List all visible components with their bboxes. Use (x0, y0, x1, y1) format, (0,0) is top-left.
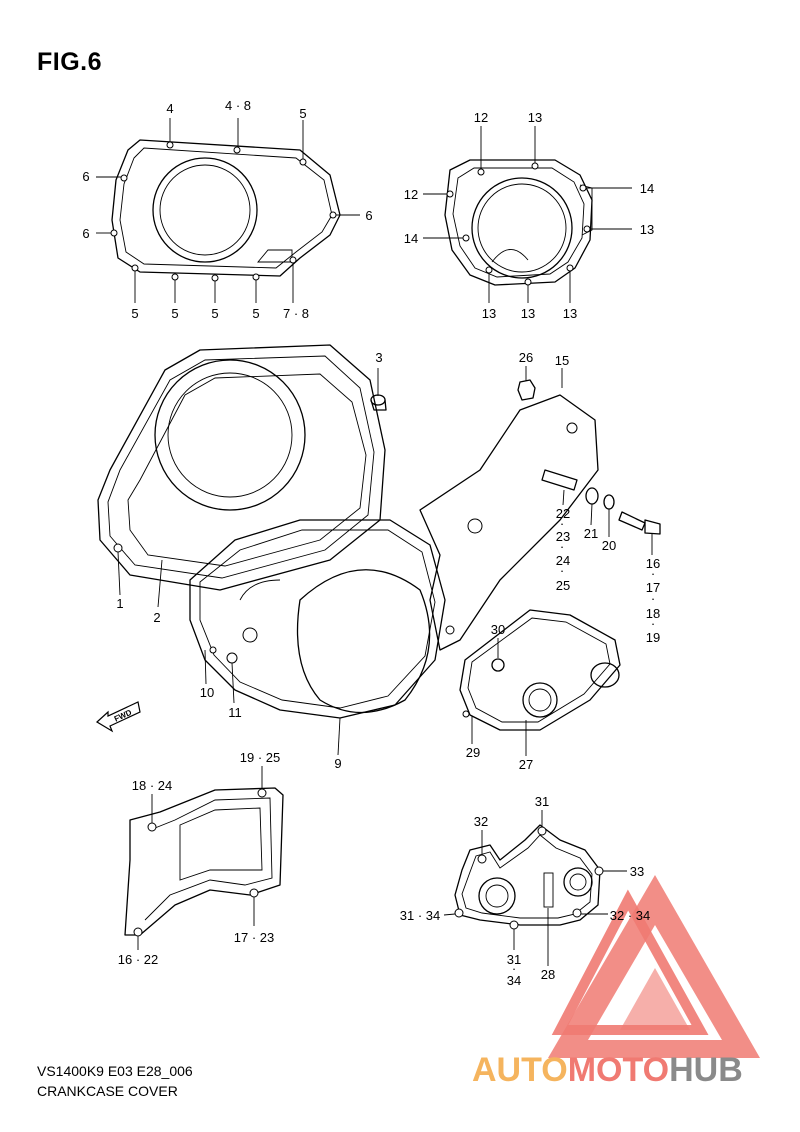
callout-31-34: 31 · 34 (400, 908, 440, 923)
callout-21: 21 (584, 526, 598, 541)
section-name: CRANKCASE COVER (37, 1083, 178, 1099)
callout-14: 14 (640, 181, 654, 196)
callout-32: 32 (474, 814, 488, 829)
svg-text:AUTOMOTOHUB: AUTOMOTOHUB (472, 1051, 743, 1089)
callout-20: 20 (602, 538, 616, 553)
callout-7-8: 7 · 8 (283, 306, 309, 321)
leader-lines-top-left (96, 118, 360, 303)
callout-13: 13 (528, 110, 542, 125)
callout-4: 4 (166, 101, 173, 116)
svg-text:·: · (560, 539, 564, 554)
leader-lines-pump (471, 638, 527, 756)
fwd-label: FWD (113, 708, 134, 724)
cover-guard-plate (124, 787, 284, 937)
callout-26: 26 (519, 350, 533, 365)
callout-5: 5 (299, 106, 306, 121)
callout-29: 29 (466, 745, 480, 760)
callout-6: 6 (365, 208, 372, 223)
callout-30: 30 (491, 622, 505, 637)
svg-text:·: · (560, 563, 564, 578)
leader-lines-bottom-right (443, 810, 627, 966)
callout-27: 27 (519, 757, 533, 772)
forward-direction-arrow: FWD (95, 701, 141, 733)
callout-32-34: 32 · 34 (610, 908, 650, 923)
callout-11: 11 (228, 705, 242, 720)
callout-16: 16 (646, 556, 660, 571)
callout-6: 6 (82, 226, 89, 241)
callout-19: 19 (646, 630, 660, 645)
crankcase-cover-assembly (97, 344, 599, 719)
callout-5: 5 (131, 306, 138, 321)
leader-lines-right-mid (525, 366, 653, 555)
callout-5: 5 (211, 306, 218, 321)
leader-lines-middle (117, 368, 379, 756)
callout-4-8: 4 · 8 (225, 98, 251, 113)
callout-10: 10 (200, 685, 214, 700)
watermark-logo (548, 875, 760, 1058)
watermark-moto: MOTO (568, 1051, 669, 1089)
callout-15: 15 (555, 353, 569, 368)
callout-18-24: 18 · 24 (132, 778, 172, 793)
callout-2: 2 (153, 610, 160, 625)
callout-13: 13 (640, 222, 654, 237)
callout-31: 31 (507, 952, 521, 967)
callout-5: 5 (252, 306, 259, 321)
callout-9: 9 (334, 756, 341, 771)
model-code: VS1400K9 E03 E28_006 (37, 1063, 193, 1079)
callout-31: 31 (535, 794, 549, 809)
callout-6: 6 (82, 169, 89, 184)
callout-13: 13 (521, 306, 535, 321)
svg-text:·: · (560, 516, 564, 531)
gear-position-cover (454, 824, 604, 930)
svg-text:·: · (512, 961, 516, 976)
callout-12: 12 (474, 110, 488, 125)
figure-title: FIG.6 (37, 48, 103, 76)
generator-outer-cover (444, 159, 593, 286)
watermark-hub: HUB (669, 1051, 743, 1089)
callout-23: 23 (556, 529, 570, 544)
leader-lines-top-right (423, 126, 632, 303)
callout-25: 25 (556, 578, 570, 593)
callout-19-25: 19 · 25 (240, 750, 280, 765)
callout-13: 13 (482, 306, 496, 321)
callout-18: 18 (646, 606, 660, 621)
callout-33: 33 (630, 864, 644, 879)
callout-3: 3 (375, 350, 382, 365)
clutch-outer-cover (110, 139, 341, 282)
callout-12: 12 (404, 187, 418, 202)
svg-text:·: · (651, 616, 655, 631)
callout-28: 28 (541, 967, 555, 982)
callout-17-23: 17 · 23 (234, 930, 274, 945)
callout-34: 34 (507, 973, 521, 988)
callout-17: 17 (646, 580, 660, 595)
svg-text:·: · (651, 566, 655, 581)
watermark-auto: AUTO (472, 1051, 568, 1089)
callout-24: 24 (556, 553, 570, 568)
callout-5: 5 (171, 306, 178, 321)
callout-1: 1 (116, 596, 123, 611)
callout-16-22: 16 · 22 (118, 952, 158, 967)
callout-14: 14 (404, 231, 418, 246)
svg-text:·: · (651, 591, 655, 606)
callout-13: 13 (563, 306, 577, 321)
leader-lines-guard (137, 766, 263, 950)
callout-22: 22 (556, 506, 570, 521)
watermark-text: AUTOMOTOHUB (472, 1051, 743, 1089)
pump-cover-assembly (459, 609, 621, 731)
